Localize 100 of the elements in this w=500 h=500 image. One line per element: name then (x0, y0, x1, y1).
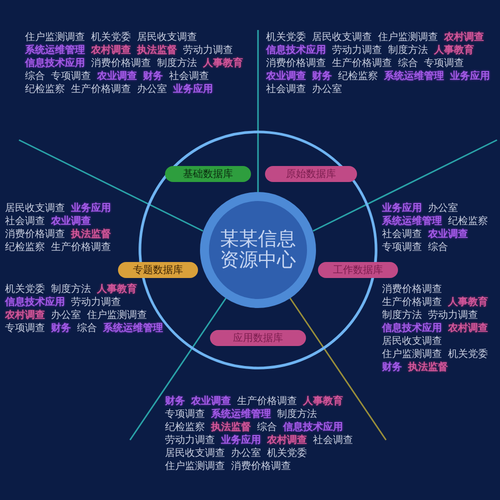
application-label: 业务应用 (382, 203, 422, 215)
application-label: 人事教育 (97, 284, 137, 296)
application-label: 财务 (51, 323, 71, 335)
application-label: 执法监督 (137, 45, 177, 57)
database-pill (318, 262, 398, 278)
application-label: 农村调查 (444, 32, 484, 44)
department-label: 综合 (77, 323, 97, 335)
application-label: 信息技术应用 (5, 297, 65, 309)
department-label: 居民收支调查 (312, 32, 372, 44)
department-label: 住户监测调查 (87, 310, 147, 322)
application-label: 执法监督 (71, 229, 111, 241)
application-label: 农业调查 (266, 71, 306, 83)
department-label: 综合 (25, 71, 45, 83)
application-label: 农业调查 (97, 71, 137, 83)
department-label: 社会调查 (266, 84, 306, 96)
department-label: 纪检监察 (165, 422, 205, 434)
department-label: 生产价格调查 (332, 58, 392, 70)
department-label: 社会调查 (169, 71, 209, 83)
department-label: 劳动力调查 (183, 45, 233, 57)
application-label: 系统运维管理 (103, 323, 163, 335)
department-label: 住户监测调查 (165, 461, 225, 473)
department-label: 生产价格调查 (382, 297, 442, 309)
application-label: 农村调查 (91, 45, 131, 57)
department-label: 纪检监察 (338, 71, 378, 83)
department-label: 综合 (257, 422, 277, 434)
department-label: 专项调查 (424, 58, 464, 70)
application-label: 系统运维管理 (211, 409, 271, 421)
database-pill (165, 166, 251, 182)
application-label: 信息技术应用 (382, 323, 442, 335)
department-label: 机关党委 (266, 32, 306, 44)
department-label: 社会调查 (382, 229, 422, 241)
department-label: 居民收支调查 (5, 203, 65, 215)
department-label: 办公室 (137, 84, 167, 96)
department-label: 消费价格调查 (382, 284, 442, 296)
department-label: 专项调查 (5, 323, 45, 335)
department-label: 劳动力调查 (332, 45, 382, 57)
database-pill (118, 262, 198, 278)
department-label: 制度方法 (382, 310, 422, 322)
department-label: 纪检监察 (25, 84, 65, 96)
department-label: 制度方法 (51, 284, 91, 296)
department-label: 专项调查 (382, 242, 422, 254)
department-label: 纪检监察 (5, 242, 45, 254)
application-label: 系统运维管理 (25, 45, 85, 57)
application-label: 系统运维管理 (384, 71, 444, 83)
department-label: 消费价格调查 (231, 461, 291, 473)
application-label: 业务应用 (221, 435, 261, 447)
application-label: 业务应用 (71, 203, 111, 215)
application-label: 业务应用 (450, 71, 490, 83)
department-label: 机关党委 (267, 448, 307, 460)
application-label: 执法监督 (211, 422, 251, 434)
department-label: 综合 (398, 58, 418, 70)
application-label: 信息技术应用 (283, 422, 343, 434)
department-label: 生产价格调查 (237, 396, 297, 408)
department-label: 生产价格调查 (71, 84, 131, 96)
department-label: 专项调查 (165, 409, 205, 421)
database-name: 专题数据库 (133, 264, 183, 277)
department-label: 社会调查 (313, 435, 353, 447)
department-label: 办公室 (231, 448, 261, 460)
application-label: 财务 (143, 71, 163, 83)
department-label: 制度方法 (277, 409, 317, 421)
application-label: 执法监督 (408, 362, 448, 374)
application-label: 农业调查 (191, 396, 231, 408)
database-pill (265, 166, 357, 182)
department-label: 消费价格调查 (5, 229, 65, 241)
database-name: 应用数据库 (233, 332, 283, 345)
application-label: 农业调查 (51, 216, 91, 228)
department-label: 居民收支调查 (137, 32, 197, 44)
application-label: 人事教育 (203, 58, 243, 70)
department-label: 机关党委 (91, 32, 131, 44)
application-label: 财务 (165, 396, 185, 408)
hub-title: 某某信息资源中心 (219, 229, 297, 271)
application-label: 人事教育 (303, 396, 343, 408)
database-name: 工作数据库 (333, 264, 383, 277)
database-pill (210, 330, 306, 346)
department-label: 劳动力调查 (71, 297, 121, 309)
application-label: 信息技术应用 (25, 58, 85, 70)
department-label: 综合 (428, 242, 448, 254)
department-label: 消费价格调查 (91, 58, 151, 70)
application-label: 人事教育 (448, 297, 488, 309)
database-name: 基础数据库 (183, 168, 233, 181)
application-label: 信息技术应用 (266, 45, 326, 57)
department-label: 办公室 (51, 310, 81, 322)
application-label: 业务应用 (173, 84, 213, 96)
application-label: 农业调查 (428, 229, 468, 241)
application-label: 财务 (382, 362, 402, 374)
department-label: 住户监测调查 (382, 349, 442, 361)
application-label: 农村调查 (267, 435, 307, 447)
application-label: 财务 (312, 71, 332, 83)
application-label: 系统运维管理 (382, 216, 442, 228)
application-label: 农村调查 (5, 310, 45, 322)
department-label: 制度方法 (157, 58, 197, 70)
department-label: 住户监测调查 (25, 32, 85, 44)
department-label: 生产价格调查 (51, 242, 111, 254)
department-label: 居民收支调查 (382, 336, 442, 348)
department-label: 社会调查 (5, 216, 45, 228)
application-label: 人事教育 (434, 45, 474, 57)
department-label: 劳动力调查 (428, 310, 478, 322)
department-label: 机关党委 (448, 349, 488, 361)
department-label: 消费价格调查 (266, 58, 326, 70)
department-label: 制度方法 (388, 45, 428, 57)
